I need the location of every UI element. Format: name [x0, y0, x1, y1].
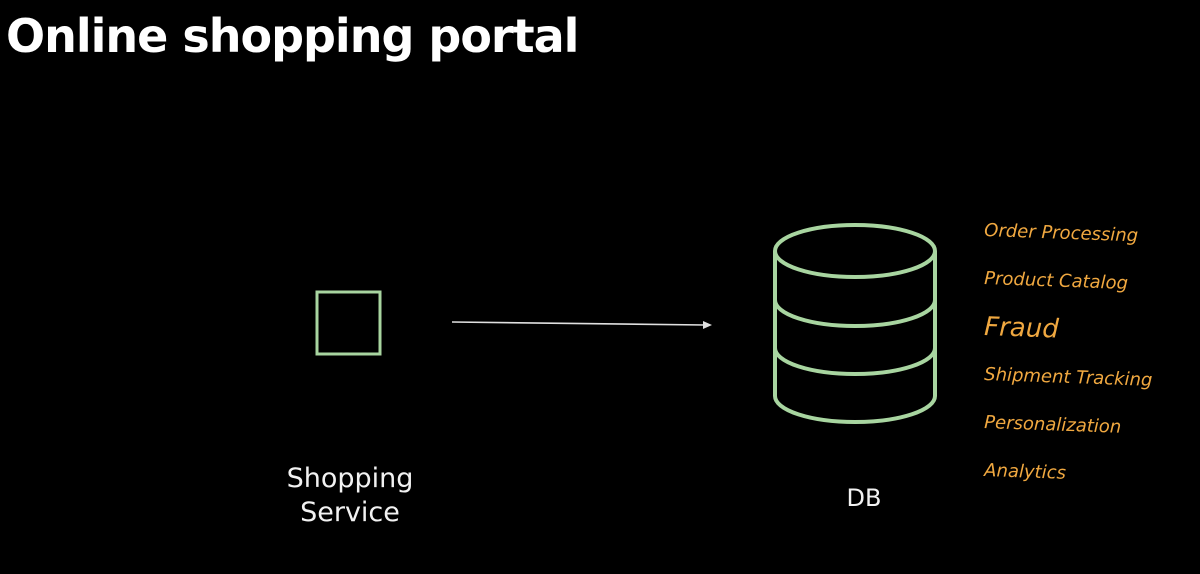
handwritten-annotations: Order Processing Product Catalog Fraud S… [984, 213, 1194, 501]
database-cylinder-icon[interactable] [773, 223, 937, 424]
service-label-line2: Service [300, 497, 400, 528]
annotation-order-processing: Order Processing [983, 220, 1139, 247]
service-node-square-icon[interactable] [315, 290, 382, 356]
service-label-line1: Shopping [286, 463, 414, 494]
annotation-shipment-tracking: Shipment Tracking [983, 364, 1153, 391]
annotation-personalization: Personalization [983, 412, 1122, 438]
annotation-fraud: Fraud [983, 312, 1060, 345]
shopping-service-label: Shopping Service [260, 462, 440, 530]
db-label: DB [846, 484, 882, 512]
service-to-db-arrow [451, 321, 712, 329]
annotation-analytics: Analytics [983, 460, 1067, 484]
page-title: Online shopping portal [6, 9, 579, 63]
annotation-product-catalog: Product Catalog [983, 268, 1129, 295]
